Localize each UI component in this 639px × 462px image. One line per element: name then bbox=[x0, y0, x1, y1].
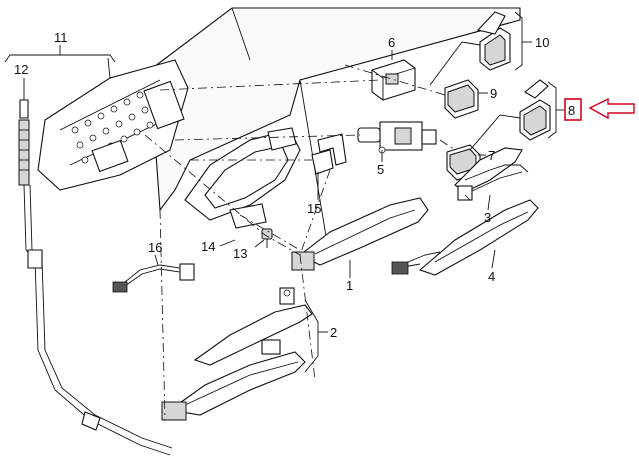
callout-3: 3 bbox=[484, 210, 491, 225]
callout-4: 4 bbox=[488, 269, 495, 284]
lock-cylinder-5 bbox=[357, 121, 437, 154]
screw bbox=[261, 228, 273, 248]
door-handle-2-upper bbox=[193, 287, 313, 366]
handle-bezel bbox=[184, 127, 301, 229]
door-panel bbox=[149, 7, 521, 261]
handle-carrier-bracket bbox=[37, 59, 189, 191]
cover-cap-8 bbox=[519, 79, 551, 141]
wiring-harness-16 bbox=[112, 263, 195, 293]
callout-7: 7 bbox=[488, 148, 495, 163]
callout-10: 10 bbox=[535, 35, 549, 50]
callout-16: 16 bbox=[148, 240, 162, 255]
callout-6: 6 bbox=[388, 35, 395, 50]
callout-12: 12 bbox=[14, 62, 28, 77]
bowden-cable bbox=[18, 99, 173, 456]
assembly-lines bbox=[144, 64, 471, 421]
leader-lines bbox=[4, 11, 564, 373]
callout-2: 2 bbox=[330, 325, 337, 340]
cover-cap-10 bbox=[479, 27, 511, 71]
lock-housing-6 bbox=[371, 59, 416, 101]
callout-5: 5 bbox=[377, 162, 384, 177]
wiring-harness-4 bbox=[407, 251, 441, 263]
cover-cap-10b bbox=[476, 11, 506, 35]
highlight-part-8 bbox=[564, 97, 635, 121]
door-handle-3 bbox=[454, 147, 529, 201]
callout-11: 11 bbox=[54, 30, 68, 45]
callout-8: 8 bbox=[568, 103, 575, 118]
callout-9: 9 bbox=[490, 86, 497, 101]
callout-15: 15 bbox=[307, 201, 321, 216]
highlight-arrow-icon bbox=[588, 97, 635, 120]
cover-cap-9 bbox=[444, 79, 479, 119]
callout-1: 1 bbox=[346, 278, 353, 293]
door-handle-4 bbox=[391, 199, 539, 276]
callout-13: 13 bbox=[233, 246, 247, 261]
callout-14: 14 bbox=[201, 239, 215, 254]
retaining-clip bbox=[311, 133, 347, 175]
callout-labels: 11 12 6 10 9 8 7 5 3 15 16 14 13 4 1 2 bbox=[14, 30, 575, 340]
door-handle-1 bbox=[291, 197, 429, 271]
door-handle-2-lower bbox=[161, 339, 306, 421]
highlight-box bbox=[564, 98, 582, 121]
